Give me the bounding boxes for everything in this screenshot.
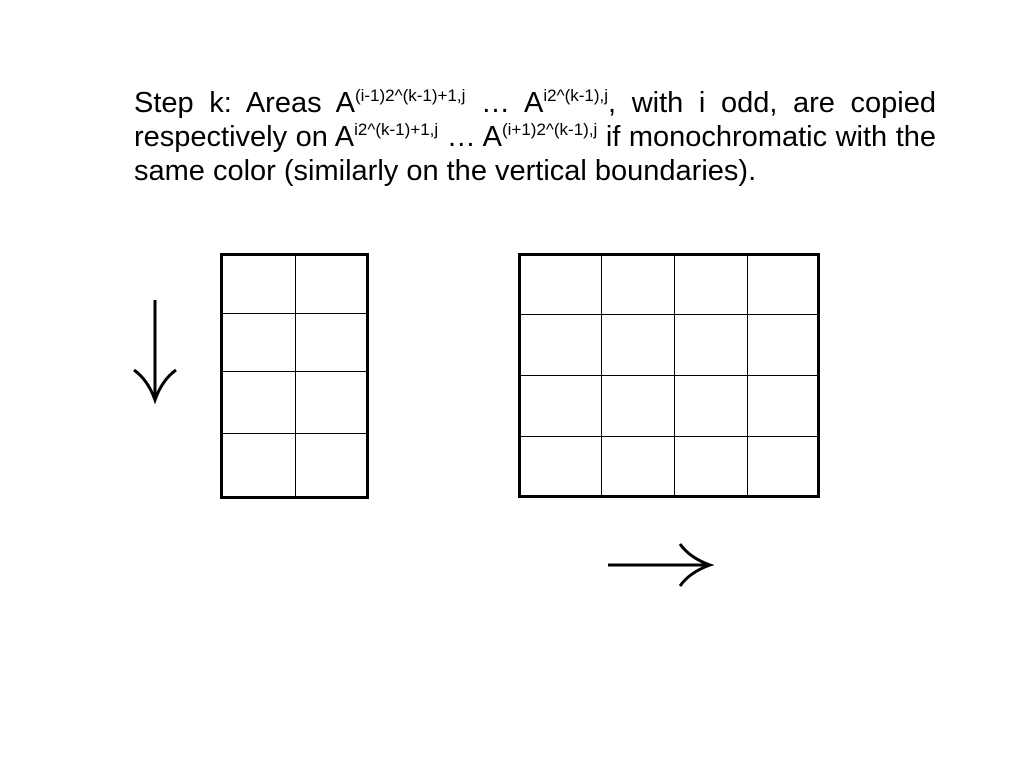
text-part-4: … A <box>438 121 502 153</box>
grid-cell <box>296 256 366 314</box>
grid-cell <box>521 256 602 315</box>
grid-cell <box>602 315 675 376</box>
grid-cell <box>521 437 602 495</box>
grid-cell <box>521 315 602 376</box>
grid-cell <box>748 256 817 315</box>
grid-cell <box>675 256 748 315</box>
grid-cell <box>223 434 296 496</box>
grid-cell <box>521 376 602 437</box>
grid-cell <box>675 437 748 495</box>
grid-cell <box>223 256 296 314</box>
left-grid <box>220 253 369 499</box>
right-arrow-icon <box>608 543 714 587</box>
grid-cell <box>296 372 366 434</box>
text-part-5: if monochromatic with the same color (si… <box>134 121 937 187</box>
text-part-3: , with i odd, are copied respectively on… <box>134 87 936 153</box>
text-part-2: … A <box>465 87 544 119</box>
right-grid <box>518 253 820 498</box>
grid-cell <box>748 376 817 437</box>
grid-cell <box>602 437 675 495</box>
down-arrow-icon <box>133 300 177 404</box>
grid-cell <box>223 372 296 434</box>
step-description: Step k: Areas A(i-1)2^(k-1)+1,j … Ai2^(k… <box>134 86 936 188</box>
grid-cell <box>675 315 748 376</box>
superscript-2: i2^(k-1),j <box>543 86 609 105</box>
grid-cell <box>748 437 817 495</box>
superscript-4: (i+1)2^(k-1),j <box>501 120 598 139</box>
text-part-1: Step k: Areas A <box>134 87 355 119</box>
grid-cell <box>602 256 675 315</box>
superscript-3: i2^(k-1)+1,j <box>354 120 439 139</box>
grid-cell <box>602 376 675 437</box>
grid-cell <box>748 315 817 376</box>
grid-cell <box>296 314 366 372</box>
superscript-1: (i-1)2^(k-1)+1,j <box>354 86 466 105</box>
grid-cell <box>223 314 296 372</box>
grid-cell <box>296 434 366 496</box>
grid-cell <box>675 376 748 437</box>
